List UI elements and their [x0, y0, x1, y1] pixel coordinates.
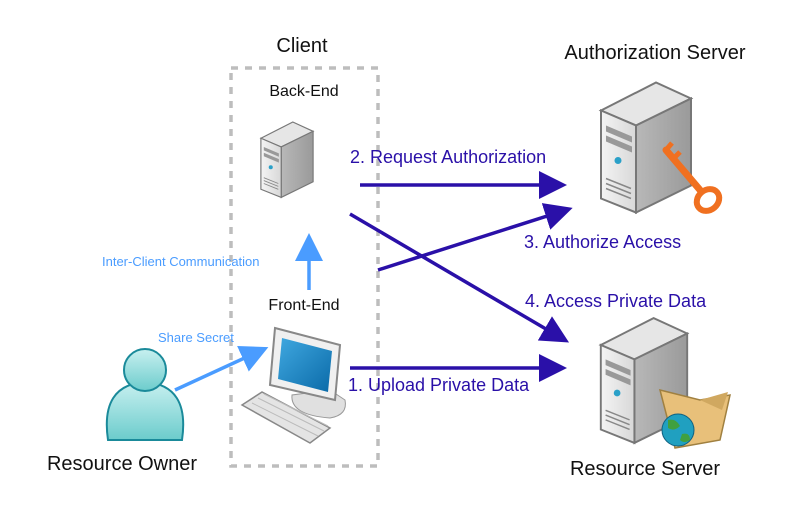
- inter-client-label: Inter-Client Communication: [102, 254, 260, 269]
- step1-label: 1. Upload Private Data: [348, 375, 530, 395]
- front-end-label: Front-End: [268, 297, 339, 314]
- arrow-step3: [377, 203, 573, 272]
- arrow-share-secret: [174, 346, 269, 392]
- key-icon: [662, 141, 723, 214]
- user-icon: [105, 348, 185, 441]
- back-end-label: Back-End: [269, 83, 338, 100]
- desktop-computer-icon: [240, 326, 346, 444]
- globe-icon: [661, 413, 695, 447]
- step4-label: 4. Access Private Data: [525, 291, 707, 311]
- resource-server-label: Resource Server: [570, 458, 720, 480]
- step2-label: 2. Request Authorization: [350, 147, 546, 167]
- share-secret-label: Share Secret: [158, 330, 234, 345]
- authorization-server-label: Authorization Server: [564, 42, 746, 64]
- resource-owner-label: Resource Owner: [47, 453, 197, 475]
- client-label: Client: [276, 35, 328, 57]
- authorization-server-icon: [599, 81, 693, 214]
- step3-label: 3. Authorize Access: [524, 232, 681, 252]
- arrow-step4: [349, 212, 570, 343]
- client-boundary: [229, 66, 380, 468]
- back-end-server-icon: [260, 121, 314, 199]
